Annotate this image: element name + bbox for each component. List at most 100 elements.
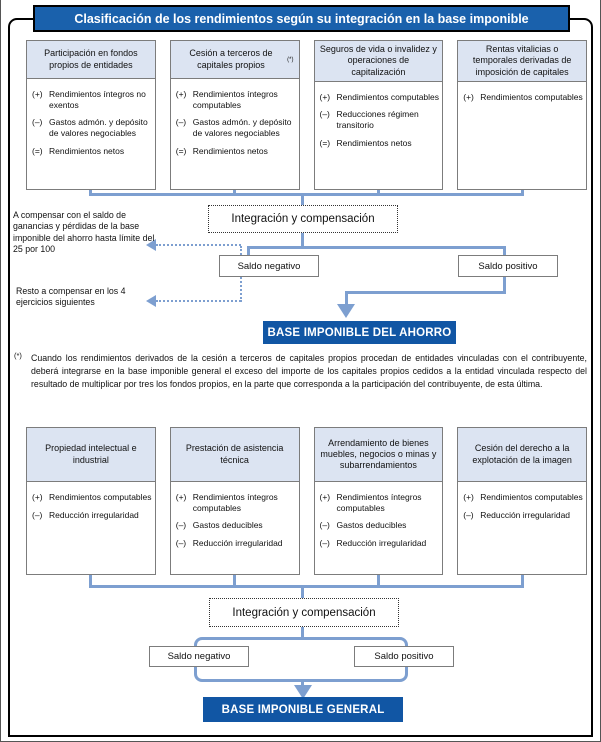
category-box: Arrendamiento de bienes muebles, negocio… bbox=[313, 427, 444, 575]
footnote-marker: (*) bbox=[14, 351, 22, 360]
category-box: Rentas vitalicias o temporales derivadas… bbox=[457, 40, 587, 190]
category-box-items: (+) Rendimientos íntegros computables (–) G… bbox=[171, 79, 299, 156]
connector-stub bbox=[301, 232, 304, 247]
item-sign: (=) bbox=[319, 137, 331, 148]
income-item-row: (+) Rendimientos computables bbox=[463, 92, 584, 103]
item-text: Gastos admón. y depósito de valores nego… bbox=[192, 117, 292, 138]
general-tax-base-box: BASE IMPONIBLE GENERAL bbox=[203, 697, 403, 722]
category-box: Prestación de asistencia técnica(+)Rendi… bbox=[169, 427, 300, 575]
item-text: Rendimientos computables bbox=[49, 492, 152, 502]
dotted-connector-horizontal bbox=[156, 300, 241, 302]
integration-box-savings: Integración y compensación bbox=[208, 205, 398, 233]
connector-stub bbox=[301, 587, 304, 599]
item-text: Rendimientos íntegros computables bbox=[336, 492, 422, 513]
category-box-title: Propiedad intelectual e industrial bbox=[27, 428, 155, 482]
savings-income-box-row: Participación en fondos propios de entid… bbox=[26, 40, 587, 190]
category-box-title: Rentas vitalicias o temporales derivadas… bbox=[458, 41, 586, 82]
integration-label: Integración y compensación bbox=[231, 213, 375, 225]
category-box-items: (+)Rendimientos íntegros computables (–) G… bbox=[171, 482, 299, 549]
negative-balance-box-savings: Saldo negativo bbox=[219, 255, 319, 277]
income-item-row: (–)Reducción irregularidad bbox=[32, 510, 153, 521]
item-text: Gastos admón. y depósito de valores nego… bbox=[49, 117, 148, 138]
item-sign: (–) bbox=[463, 509, 474, 520]
integration-label: Integración y compensación bbox=[232, 606, 376, 619]
category-box-title: Participación en fondos propios de entid… bbox=[27, 41, 155, 79]
income-item-row: (+) Rendimientos computables bbox=[463, 492, 584, 503]
connector-stub bbox=[521, 574, 524, 587]
item-sign: (=) bbox=[175, 145, 187, 156]
income-item-row: (–) Gastos deducibles bbox=[176, 520, 297, 531]
item-text: Rendimientos computables bbox=[480, 492, 583, 502]
item-text: Reducción irregularidad bbox=[49, 509, 139, 520]
income-item-row: (–) Gastos admón. y depósito de valores n… bbox=[32, 117, 153, 138]
item-text: Rendimientos íntegros no exentos bbox=[49, 89, 146, 110]
item-sign: (–) bbox=[175, 520, 187, 531]
item-sign: (–) bbox=[319, 109, 330, 120]
negative-balance-box-general: Saldo negativo bbox=[149, 646, 249, 667]
item-text: Reducciones régimen transitorio bbox=[336, 109, 419, 130]
category-box-items: (+) Rendimientos íntegros computables (–) G… bbox=[315, 482, 443, 549]
item-text: Rendimientos netos bbox=[49, 145, 125, 156]
item-sign: (+) bbox=[319, 91, 331, 102]
connector-drop-negative bbox=[247, 246, 250, 257]
connector-horizontal bbox=[346, 291, 506, 294]
item-text: Rendimientos computables bbox=[336, 91, 440, 102]
item-sign: (+) bbox=[175, 89, 187, 99]
item-sign: (+) bbox=[463, 91, 474, 102]
income-item-row: (–) Reducción irregularidad bbox=[320, 538, 441, 549]
connector-stub bbox=[301, 626, 304, 638]
item-text: Rendimientos íntegros computables bbox=[192, 89, 278, 110]
savings-tax-base-box: BASE IMPONIBLE DEL AHORRO bbox=[263, 321, 456, 344]
item-text: Rendimientos computables bbox=[480, 91, 583, 102]
category-box-title: Cesión a terceros de capitales propios (… bbox=[170, 41, 299, 79]
item-text: Reducción irregularidad bbox=[336, 537, 427, 548]
income-item-row: (+) Rendimientos computables bbox=[320, 92, 441, 103]
item-sign: (–) bbox=[32, 117, 43, 128]
item-sign: (+) bbox=[32, 492, 43, 502]
item-text: Gastos deducibles bbox=[336, 520, 407, 531]
income-item-row: (–)Reducción irregularidad bbox=[463, 510, 584, 521]
item-sign: (+) bbox=[319, 492, 331, 502]
connector-stub bbox=[301, 195, 304, 206]
footnote-text: Cuando los rendimientos derivados de la … bbox=[31, 353, 587, 389]
positive-balance-box-general: Saldo positivo bbox=[354, 646, 454, 667]
income-item-row: (–) Reducciones régimen transitorio bbox=[320, 109, 441, 130]
item-text: Rendimientos netos bbox=[192, 145, 268, 156]
item-sign: (+) bbox=[463, 492, 474, 502]
compensation-note-1: A compensar con el saldo de ganancias y … bbox=[13, 210, 155, 255]
income-item-row: (+) Rendimientos íntegros computables bbox=[176, 89, 297, 110]
category-box-title: Seguros de vida o invalidez y operacione… bbox=[314, 41, 443, 82]
connector-horizontal bbox=[89, 585, 524, 588]
income-item-row: (+) Rendimientos íntegros computables bbox=[320, 492, 441, 513]
item-sign: (–) bbox=[319, 537, 330, 548]
category-box: Seguros de vida o invalidez y operacione… bbox=[313, 40, 444, 190]
item-sign: (=) bbox=[32, 145, 43, 156]
dotted-connector-horizontal bbox=[156, 244, 241, 246]
category-box-items: (+) Rendimientos computables (–) Reduccione… bbox=[315, 82, 443, 149]
connector-stub bbox=[233, 574, 236, 587]
income-item-row: (=) Rendimientos netos bbox=[176, 146, 297, 157]
compensation-note-2: Resto a compensar en los 4 ejercicios si… bbox=[16, 286, 126, 308]
connector-stub bbox=[89, 574, 92, 587]
connector-stub bbox=[521, 186, 524, 195]
connector-stub bbox=[233, 186, 236, 195]
general-income-box-row: Propiedad intelectual e industrial (+) Ren… bbox=[26, 427, 587, 575]
category-box: Cesión del derecho a la explotación de l… bbox=[457, 427, 587, 575]
positive-balance-box-savings: Saldo positivo bbox=[458, 255, 558, 277]
income-item-row: (+)Rendimientos íntegros computables bbox=[176, 492, 297, 513]
connector-horizontal bbox=[247, 246, 506, 249]
item-text: Rendimientos netos bbox=[336, 137, 412, 148]
item-sign: (–) bbox=[319, 520, 330, 531]
item-sign: (–) bbox=[175, 117, 187, 128]
arrow-left-icon bbox=[146, 239, 156, 251]
item-text: Gastos deducibles bbox=[192, 520, 263, 531]
category-box: Participación en fondos propios de entid… bbox=[26, 40, 156, 190]
item-sign: (–) bbox=[175, 537, 187, 548]
income-item-row: (+) Rendimientos computables bbox=[32, 492, 153, 503]
item-text: Reducción irregularidad bbox=[192, 537, 283, 548]
connector-stub bbox=[301, 681, 304, 688]
arrow-down-icon bbox=[294, 685, 312, 699]
category-box-items: (+)Rendimientos íntegros no exentos(–)Ga… bbox=[27, 79, 155, 156]
category-box-title: Prestación de asistencia técnica bbox=[170, 428, 299, 482]
